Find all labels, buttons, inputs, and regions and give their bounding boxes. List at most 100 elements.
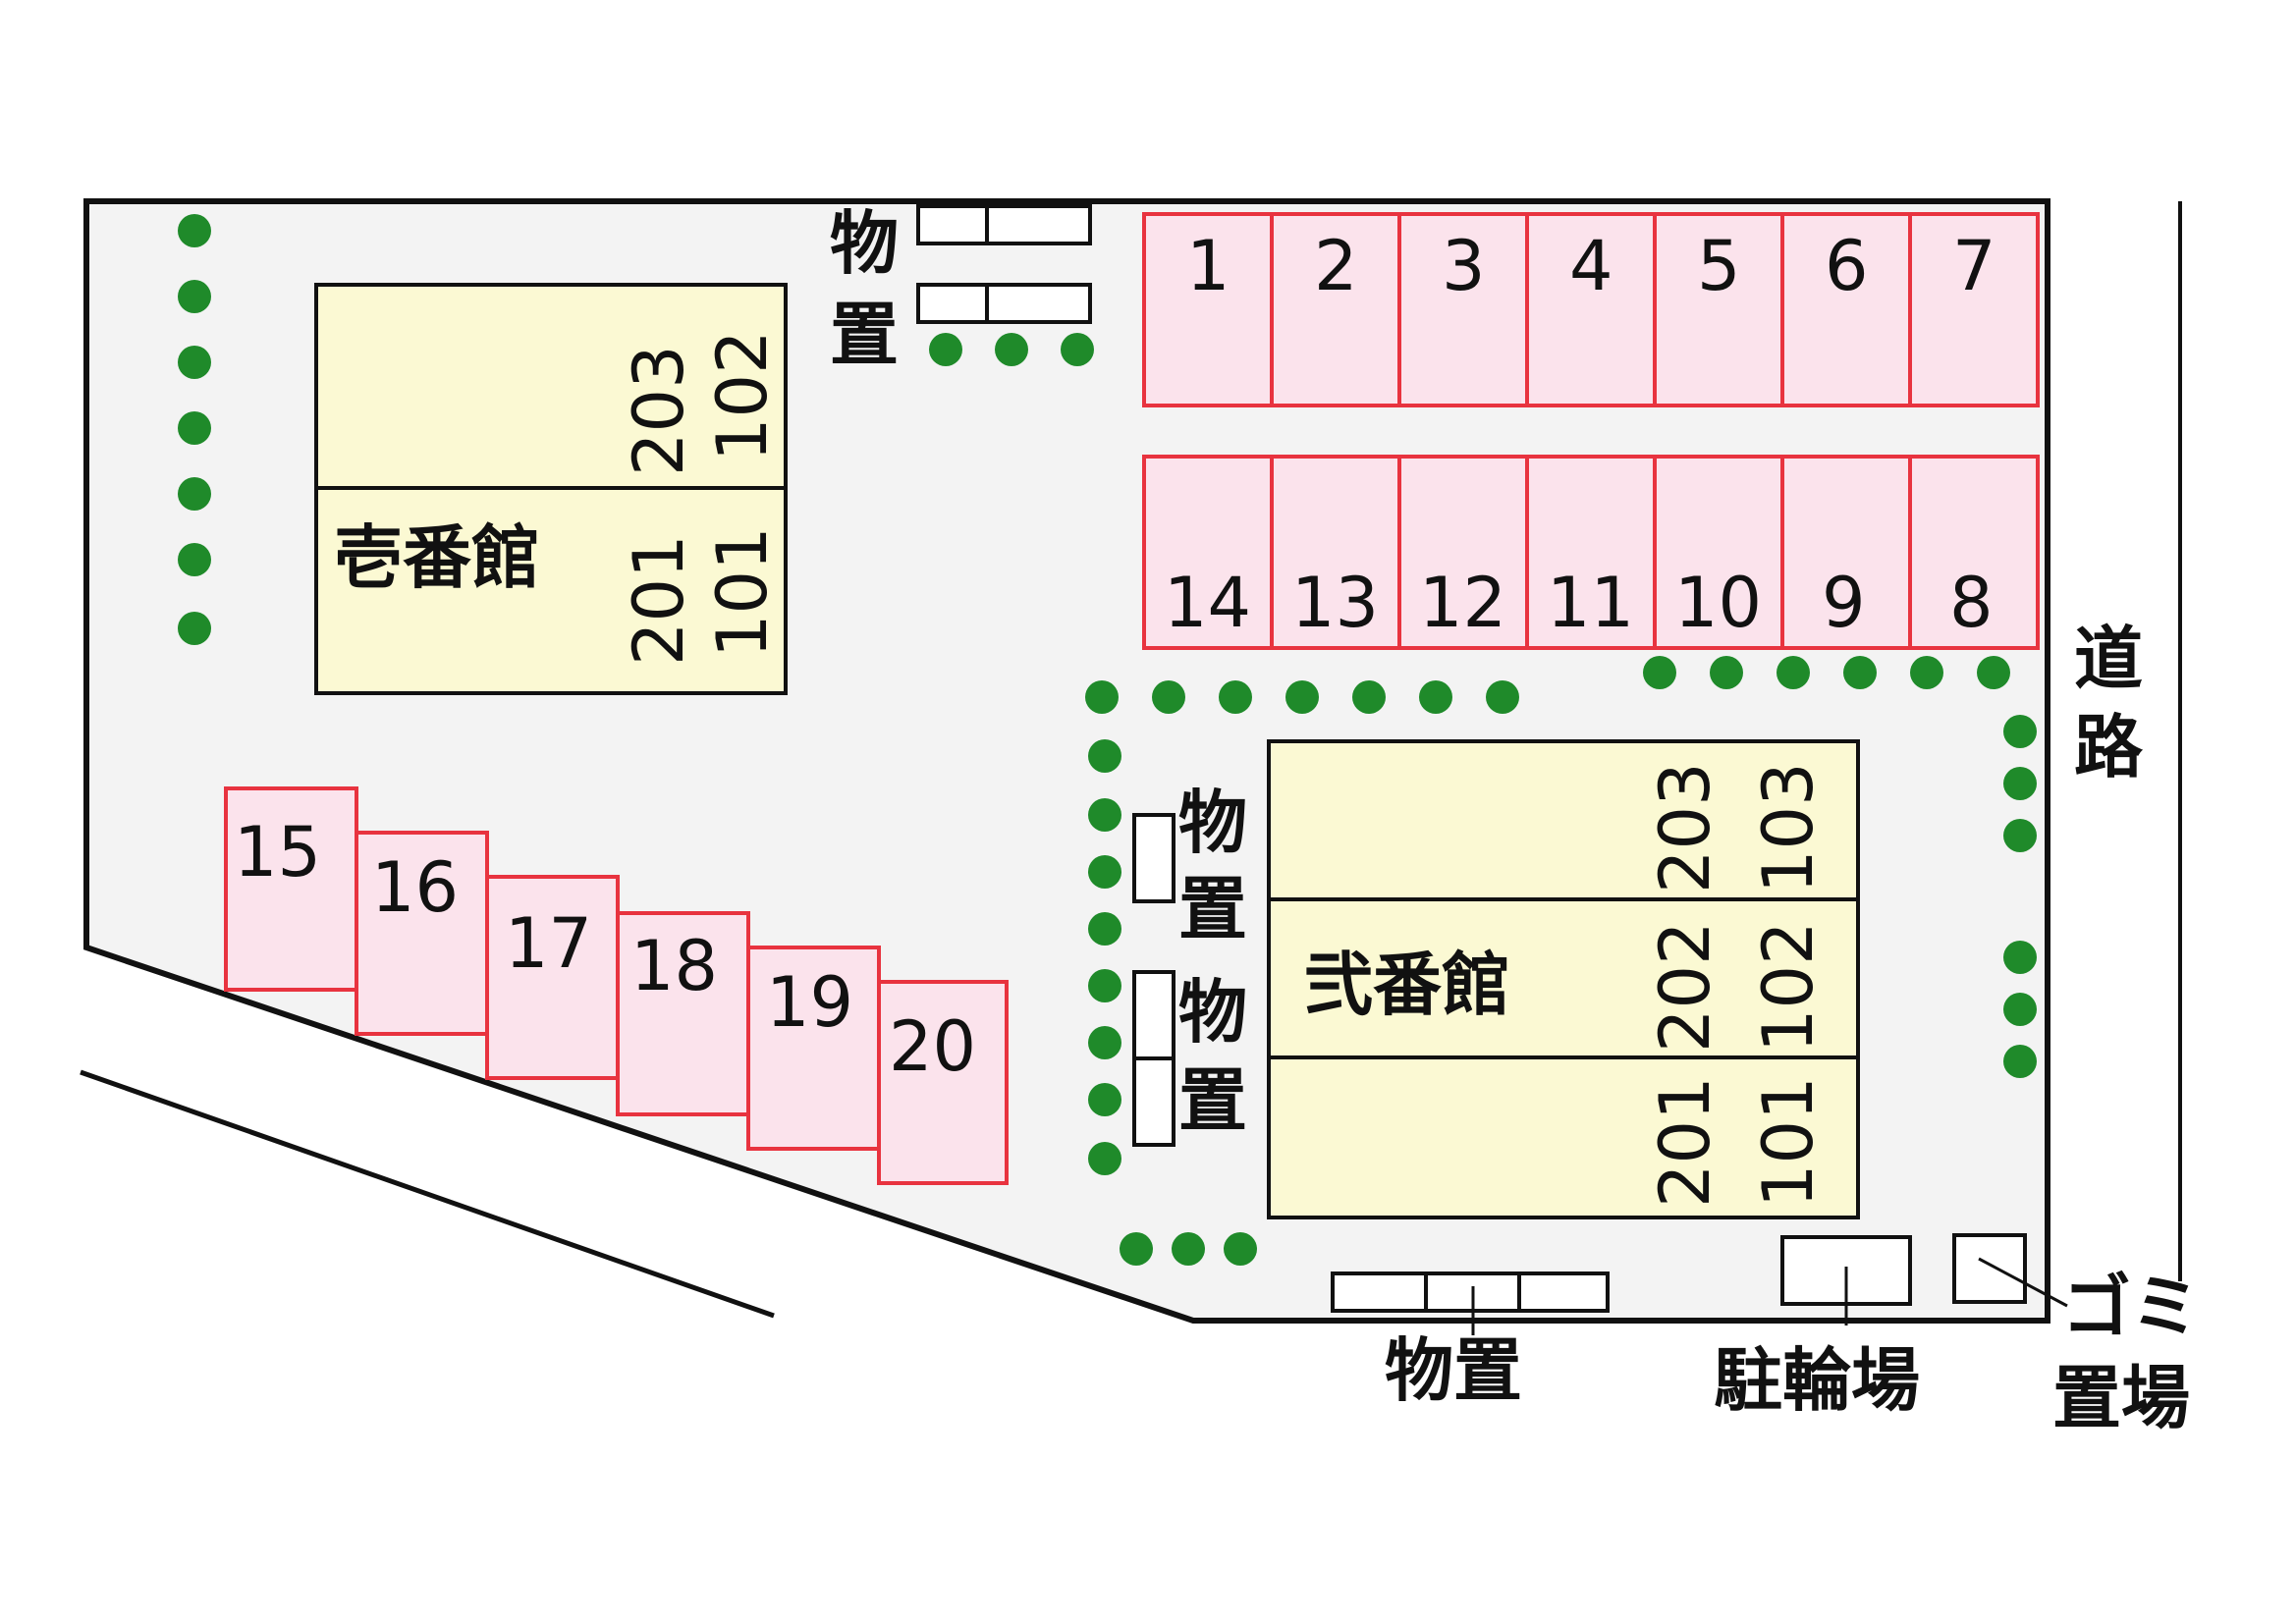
tree — [2003, 1045, 2037, 1078]
tree — [178, 280, 211, 313]
stall-number: 14 — [1164, 563, 1251, 643]
stall-number: 9 — [1822, 563, 1866, 643]
parking-stall — [224, 786, 358, 992]
parking-stall — [1653, 212, 1784, 407]
parking-stall — [1780, 455, 1912, 650]
tree — [1419, 680, 1452, 714]
tree — [1061, 333, 1094, 366]
unit-201: 201 — [619, 534, 699, 666]
tree — [1088, 798, 1121, 832]
road-label-char: 道 — [2074, 619, 2143, 699]
stall-number: 17 — [505, 903, 592, 984]
parking-stall — [877, 980, 1009, 1185]
stall-number: 7 — [1952, 226, 1996, 306]
stall-number: 8 — [1949, 563, 1994, 643]
tree — [178, 477, 211, 511]
unit-103: 103 — [1748, 762, 1829, 893]
stall-number: 20 — [889, 1006, 976, 1087]
garbage-label-line2: 置場 — [2052, 1358, 2190, 1438]
building-one-name: 壱番館 — [334, 517, 540, 598]
tree — [1120, 1232, 1153, 1266]
stall-number: 6 — [1825, 226, 1869, 306]
tree — [2003, 715, 2037, 748]
unit-201: 201 — [1645, 1076, 1725, 1208]
tree — [1085, 680, 1119, 714]
storage-label-char: 物 — [1178, 972, 1247, 1053]
stall-number: 5 — [1697, 226, 1741, 306]
storage-top: 物 置 — [830, 203, 1092, 375]
unit-203: 203 — [619, 345, 699, 476]
unit-102: 102 — [702, 330, 783, 461]
tree — [1224, 1232, 1257, 1266]
tree — [1643, 656, 1676, 689]
tree — [1088, 1142, 1121, 1175]
tree — [1486, 680, 1519, 714]
tree — [178, 543, 211, 576]
garbage-label-line1: ゴミ — [2062, 1267, 2200, 1347]
parking-stall — [1270, 212, 1401, 407]
unit-101: 101 — [702, 526, 783, 658]
stall-number: 12 — [1419, 563, 1506, 643]
tree — [1285, 680, 1319, 714]
unit-101: 101 — [1748, 1076, 1829, 1208]
tree — [1088, 855, 1121, 889]
parking-stall — [1525, 212, 1657, 407]
parking-stall — [1908, 212, 2040, 407]
storage-label-char: 物 — [830, 203, 899, 284]
parking-second-row: 14 13 12 11 10 9 8 — [1142, 455, 2040, 650]
parking-stall — [1142, 212, 1274, 407]
tree — [178, 346, 211, 379]
storage-left-building-two: 物 置 物 置 — [1132, 783, 1247, 1147]
unit-202: 202 — [1645, 921, 1725, 1053]
tree — [995, 333, 1028, 366]
parking-stall — [1397, 455, 1529, 650]
building-one: 壱番館 203 102 201 101 — [314, 283, 788, 695]
building-two: 弐番館 203 103 202 102 201 101 — [1267, 739, 1860, 1219]
tree — [1152, 680, 1185, 714]
parking-stall — [1142, 455, 1274, 650]
tree — [1977, 656, 2010, 689]
tree — [1088, 1026, 1121, 1059]
garbage-area: ゴミ 置場 — [1952, 1233, 2200, 1438]
tree — [178, 214, 211, 247]
storage-label-char: 置 — [830, 295, 899, 375]
stall-number: 19 — [766, 962, 853, 1043]
stall-number: 10 — [1674, 563, 1762, 643]
tree — [1219, 680, 1252, 714]
parking-stall — [1908, 455, 2040, 650]
parking-diagonal-row: 15 16 17 18 19 20 — [224, 786, 1009, 1185]
storage-label-char: 置 — [1178, 1060, 1247, 1141]
stall-number: 13 — [1291, 563, 1379, 643]
tree — [1910, 656, 1943, 689]
unit-102: 102 — [1748, 921, 1829, 1053]
parking-stall — [1397, 212, 1529, 407]
parking-stall — [1780, 212, 1912, 407]
tree — [178, 411, 211, 445]
parking-stall — [485, 875, 620, 1080]
tree — [1843, 656, 1877, 689]
tree — [1088, 969, 1121, 1002]
tree — [1088, 912, 1121, 946]
tree — [2003, 819, 2037, 852]
parking-stall — [746, 946, 881, 1151]
tree — [1088, 739, 1121, 773]
bicycle-parking: 駐輪場 — [1714, 1235, 1920, 1421]
road-edge-diagonal — [80, 1069, 775, 1319]
unit-203: 203 — [1645, 762, 1725, 893]
stall-number: 16 — [371, 847, 459, 928]
parking-top-row: 1 2 3 4 5 6 7 — [1142, 212, 2040, 407]
tree — [178, 612, 211, 645]
storage-label-char: 物 — [1178, 783, 1247, 863]
tree — [1352, 680, 1386, 714]
tree — [2003, 767, 2037, 800]
bicycle-parking-label: 駐輪場 — [1714, 1340, 1920, 1421]
tree — [929, 333, 962, 366]
building-two-name: 弐番館 — [1304, 945, 1510, 1025]
tree — [2003, 941, 2037, 974]
parking-stall — [355, 831, 489, 1036]
storage-bottom: 物置 — [1331, 1271, 1610, 1411]
tree — [1777, 656, 1810, 689]
tree — [1710, 656, 1743, 689]
stall-number: 3 — [1442, 226, 1486, 306]
